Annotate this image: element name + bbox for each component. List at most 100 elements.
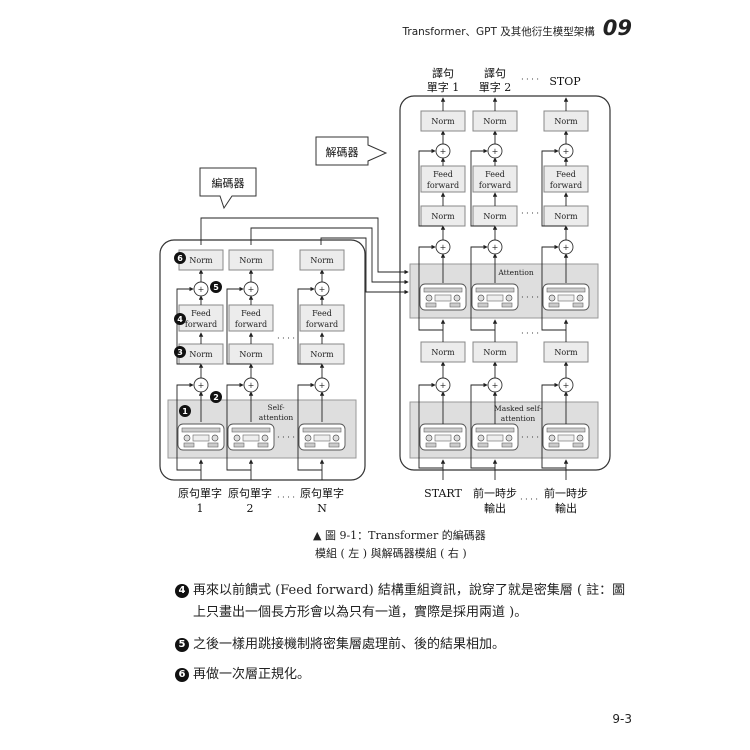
feed-forward-label-1: Feed [556, 170, 576, 179]
svg-text:2: 2 [213, 393, 219, 402]
token-bar [207, 442, 219, 448]
token-bar [501, 302, 513, 308]
skip-connection [470, 148, 495, 227]
svg-text:3: 3 [177, 348, 183, 357]
add-node-symbol: + [492, 381, 499, 390]
masked-label-2: attention [501, 414, 536, 423]
token-bar [486, 434, 504, 442]
token-dot [477, 294, 485, 302]
encoder-to-decoder-wire-3 [320, 237, 409, 295]
decoder-output-2-line2: 單字 2 [479, 80, 512, 94]
token-bar [486, 294, 504, 302]
token-bar [475, 287, 515, 293]
skip-connection [176, 286, 201, 365]
encoder-input-1-line2: 1 [197, 502, 204, 515]
token-dot [453, 434, 461, 442]
token-bar [477, 442, 489, 448]
paragraph-5: 5 之後一樣用跳接機制將密集層處理前、後的結果相加。 [175, 634, 505, 656]
marker-5: 5 [210, 281, 222, 293]
skip-connection [418, 244, 443, 331]
token-bar [449, 442, 461, 448]
decoder-output-1-line1: 譯句 [432, 66, 454, 80]
norm-label: Norm [431, 348, 455, 357]
self-attention-label-2: attention [259, 413, 294, 422]
encoder-input-ellipsis: · · · · [277, 493, 295, 502]
norm-label: Norm [239, 350, 263, 359]
token-bar [548, 302, 560, 308]
token-bar [425, 302, 437, 308]
add-node-symbol: + [198, 285, 205, 294]
token-bar [304, 442, 316, 448]
feed-forward-label-1: Feed [485, 170, 505, 179]
decoder-output-1-line2: 單字 1 [427, 80, 460, 94]
encoder-ellipsis: · · · · [277, 433, 295, 442]
decoder-input-3-line2: 輸出 [555, 501, 577, 515]
feed-forward-label-2: forward [427, 181, 459, 190]
paragraph-6: 6 再做一次層正規化。 [175, 664, 310, 686]
add-node-symbol: + [492, 243, 499, 252]
skip-connection [470, 244, 495, 331]
token-dot [505, 294, 513, 302]
skip-connection [297, 286, 322, 365]
token-bar [572, 442, 584, 448]
add-node-symbol: + [440, 243, 447, 252]
token-bar [233, 442, 245, 448]
token-bar [423, 287, 463, 293]
add-node-symbol: + [563, 381, 570, 390]
token-bar [423, 427, 463, 433]
marker-1: 1 [179, 405, 191, 417]
token-bar [257, 442, 269, 448]
token-dot [304, 434, 312, 442]
norm-label: Norm [554, 212, 578, 221]
skip-connection [226, 382, 251, 471]
norm-label: Norm [239, 256, 263, 265]
encoder-to-decoder-wire-2 [250, 227, 409, 285]
norm-box [228, 249, 274, 271]
encoder-to-decoder-wire-1 [200, 217, 409, 275]
encoder-input-2-line2: 2 [247, 502, 254, 515]
skip-connection [470, 382, 495, 469]
norm-label: Norm [483, 117, 507, 126]
skip-connection [418, 382, 443, 469]
token-bar [231, 427, 271, 433]
skip-connection [176, 382, 201, 471]
caption-line-1: ▲ 圖 9-1：Transformer 的編碼器 [313, 529, 486, 542]
token-dot [505, 434, 513, 442]
token-bar [434, 434, 452, 442]
token-bar [548, 442, 560, 448]
token-bar [449, 302, 461, 308]
encoder-panel [159, 239, 366, 481]
token-dot [425, 434, 433, 442]
token-dot [183, 434, 191, 442]
encoder-callout-text: 編碼器 [212, 176, 245, 190]
decoder-callout: 解碼器 [315, 136, 388, 166]
generated-diagram-parts: +NormFeedforward+Norm+NormFeedforward+No… [176, 97, 590, 480]
decoder-input-3-line1: 前一時步 [544, 486, 588, 500]
token-dot [576, 294, 584, 302]
token-bar [475, 427, 515, 433]
paragraph-marker: 6 [175, 668, 189, 682]
token-dot [332, 434, 340, 442]
token-dot [261, 434, 269, 442]
decoder-ellipsis: · · · · [521, 209, 539, 218]
svg-text:4: 4 [177, 315, 183, 324]
norm-label: Norm [310, 350, 334, 359]
token-bar [313, 434, 331, 442]
marker-2: 2 [210, 391, 222, 403]
decoder-ellipsis: · · · · [521, 433, 539, 442]
feed-forward-box [299, 304, 345, 332]
decoder-output-3: STOP [549, 75, 581, 88]
svg-text:1: 1 [182, 407, 188, 416]
norm-label: Norm [431, 212, 455, 221]
decoder-output-ellipsis: · · · · [521, 75, 539, 84]
skip-connection [541, 244, 566, 331]
token-dot [211, 434, 219, 442]
encoder-input-2-line1: 原句單字 [228, 486, 272, 500]
norm-label: Norm [554, 117, 578, 126]
token-dot [233, 434, 241, 442]
paragraph-line: 再做一次層正規化。 [193, 667, 311, 682]
norm-label: Norm [483, 348, 507, 357]
skip-connection [541, 382, 566, 469]
encoder-callout: 編碼器 [199, 167, 257, 210]
encoder-input-1-line1: 原句單字 [178, 486, 222, 500]
